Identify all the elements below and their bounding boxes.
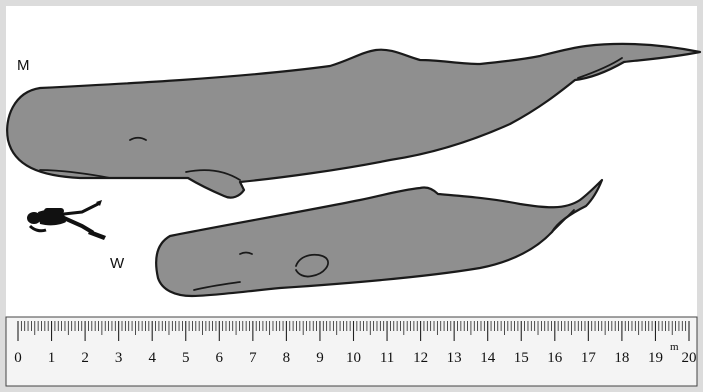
ruler-number: 6 bbox=[216, 350, 224, 366]
ruler-number: 4 bbox=[148, 350, 156, 366]
female-label: W bbox=[110, 255, 125, 272]
ruler-number: 11 bbox=[380, 350, 394, 366]
ruler-unit-label: m bbox=[670, 341, 679, 353]
ruler-number: 5 bbox=[182, 350, 190, 366]
ruler-number: 10 bbox=[346, 350, 361, 366]
ruler-ticks bbox=[18, 321, 689, 341]
ruler-number: 9 bbox=[316, 350, 324, 366]
ruler-number: 7 bbox=[249, 350, 257, 366]
diver-icon bbox=[27, 200, 106, 240]
ruler-number: 3 bbox=[115, 350, 123, 366]
male-whale bbox=[7, 44, 700, 198]
male-label: M bbox=[17, 57, 30, 74]
ruler-number: 16 bbox=[547, 350, 563, 366]
ruler-number: 0 bbox=[14, 350, 22, 366]
ruler-number: 12 bbox=[413, 350, 428, 366]
ruler-number: 15 bbox=[514, 350, 529, 366]
female-whale bbox=[156, 180, 602, 296]
ruler-number: 8 bbox=[283, 350, 291, 366]
ruler-number: 2 bbox=[81, 350, 89, 366]
ruler-number: 20 bbox=[682, 350, 697, 366]
ruler-number: 14 bbox=[480, 350, 496, 366]
ruler-number: 18 bbox=[614, 350, 629, 366]
ruler-number: 13 bbox=[447, 350, 462, 366]
ruler-number: 19 bbox=[648, 350, 663, 366]
ruler-number: 17 bbox=[581, 350, 597, 366]
ruler-number: 1 bbox=[48, 350, 56, 366]
